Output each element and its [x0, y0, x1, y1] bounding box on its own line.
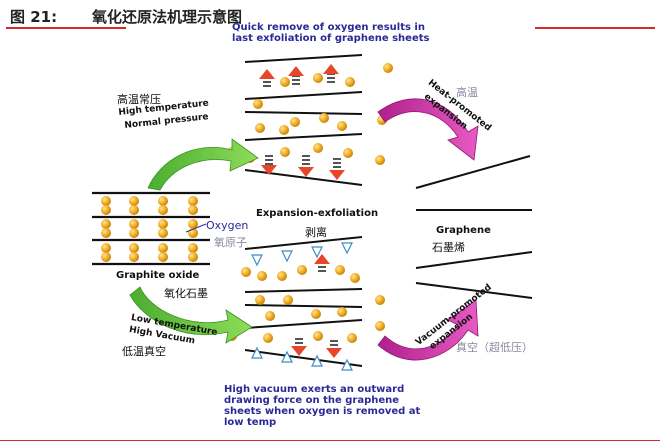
high-temp-cn-label: 高温常压: [117, 93, 161, 106]
header-rule-left: [6, 27, 126, 29]
up-arrows-top: [259, 64, 339, 87]
top-note-line2: last exfoliation of graphene sheets: [232, 33, 430, 44]
figure-number: 图 21:: [10, 8, 58, 26]
hollow-arrows-bottom-row: [251, 346, 353, 371]
oxygen-en-label: Oxygen: [206, 219, 249, 232]
oxygen-pointer: [185, 223, 207, 233]
low-temp-cn-label: 低温真空: [122, 345, 166, 358]
oxygen-atoms-bottom: [227, 265, 385, 343]
graphite-oxide-cn-label: 氧化石墨: [164, 287, 208, 300]
down-arrows-bottom: [291, 338, 342, 358]
magenta-arrow-top: [377, 98, 479, 161]
footer-rule: [0, 440, 660, 441]
exfoliation-cn-label: 剥离: [305, 226, 327, 239]
green-arrow-top: [147, 138, 259, 191]
oxygen-atoms-left: [101, 196, 198, 262]
oxygen-atoms-top: [227, 63, 393, 165]
up-arrow-bottom: [314, 254, 330, 272]
figure-header: 图 21: 氧化还原法机理示意图: [0, 0, 660, 28]
heat-cn-label: 高温: [456, 86, 478, 99]
graphene-cn-label: 石墨烯: [432, 241, 465, 254]
bottom-note-line4: low temp: [224, 417, 277, 428]
figure-title: 氧化还原法机理示意图: [92, 8, 243, 26]
down-arrows-top: [261, 155, 345, 180]
bottom-note-line2: drawing force on the graphene: [224, 395, 400, 406]
graphene-sheets: [415, 155, 533, 299]
graphite-oxide-stack: [92, 191, 210, 266]
magenta-arrow-bottom: [377, 299, 479, 361]
hollow-arrows-top-row: [251, 242, 353, 267]
graphene-en-label: Graphene: [436, 225, 491, 236]
green-arrow-bottom: [129, 286, 253, 344]
vacuum-cn-label: 真空（超低压）: [456, 341, 533, 354]
vacuum-expansion-stack: [227, 236, 385, 371]
graphite-oxide-label: Graphite oxide: [116, 270, 200, 281]
bottom-note-line1: High vacuum exerts an outward: [224, 384, 405, 395]
top-note-line1: Quick remove of oxygen results in: [232, 22, 425, 33]
header-rule-right: [535, 27, 655, 29]
heat-expansion-stack: [227, 54, 393, 186]
oxygen-cn-label: 氧原子: [214, 236, 247, 249]
bottom-note-line3: sheets when oxygen is removed at: [224, 406, 421, 417]
expansion-exfoliation-label: Expansion-exfoliation: [256, 208, 379, 219]
